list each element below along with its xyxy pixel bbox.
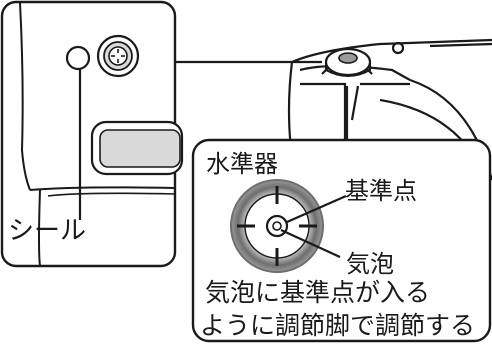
seal-icon (65, 45, 91, 71)
inset-level-indicator-icon (96, 34, 140, 78)
seal-label: シール (8, 216, 87, 246)
device-body (287, 38, 492, 181)
bubble-label: 気泡 (346, 250, 394, 278)
device-level-bubble-icon (324, 47, 372, 77)
bubble-icon (272, 221, 282, 231)
bubble-pointer-line (280, 228, 341, 259)
reference-point-label: 基準点 (345, 177, 417, 205)
instruction-line-2: ように調節脚で調節する (200, 311, 476, 340)
level-indicator-label: 水準器 (206, 150, 278, 178)
reference-point-pointer-line (286, 194, 347, 224)
instruction-line-1: 気泡に基準点が入る (205, 278, 431, 307)
